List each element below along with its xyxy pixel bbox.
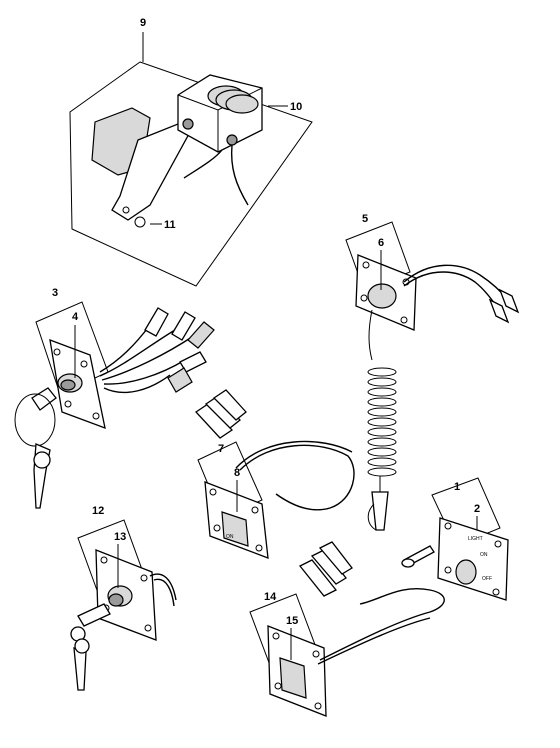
svg-text:5: 5 [362, 213, 368, 225]
svg-text:9: 9 [140, 17, 146, 29]
svg-text:4: 4 [72, 311, 79, 323]
svg-text:2: 2 [474, 503, 480, 515]
callout-2: 2 [474, 503, 480, 530]
callout-10: 10 [268, 101, 302, 113]
callout-15: 15 [286, 615, 298, 660]
svg-text:13: 13 [114, 531, 126, 543]
emergency-stop-assembly [345, 221, 520, 531]
svg-text:12: 12 [92, 505, 104, 517]
svg-text:3: 3 [52, 287, 58, 299]
light-plate [437, 517, 509, 601]
svg-text:15: 15 [286, 615, 298, 627]
toggle-switch-assembly: ON [195, 389, 355, 559]
callout-7: 7 [218, 443, 224, 455]
svg-text:1: 1 [454, 481, 460, 493]
svg-text:14: 14 [264, 591, 277, 603]
callout-4: 4 [72, 311, 79, 378]
callout-9: 9 [140, 17, 146, 62]
light-off-label: OFF [482, 576, 492, 582]
svg-text:11: 11 [164, 219, 176, 231]
callout-8: 8 [234, 467, 240, 512]
callout-5: 5 [362, 213, 368, 225]
toggle-switch-on-label: ON [226, 534, 234, 540]
callout-3: 3 [52, 287, 58, 299]
light-label: LIGHT [468, 536, 483, 542]
svg-text:6: 6 [378, 237, 384, 249]
callout-1: 1 [454, 481, 460, 493]
light-switch-assembly: LIGHT ON OFF [401, 477, 509, 601]
svg-text:10: 10 [290, 101, 302, 113]
lanyard-coil [367, 309, 397, 531]
svg-text:7: 7 [218, 443, 224, 455]
remote-control-inset [69, 61, 313, 287]
inset-frame [69, 61, 313, 287]
callout-6: 6 [378, 237, 384, 290]
callout-14: 14 [264, 591, 277, 603]
rocker-switch-assembly [249, 541, 445, 717]
callout-11: 11 [164, 219, 176, 231]
light-on-label: ON [480, 552, 488, 558]
callout-13: 13 [114, 531, 126, 588]
key-switch-assembly [14, 301, 215, 509]
svg-text:8: 8 [234, 467, 240, 479]
callout-12: 12 [92, 505, 104, 517]
key-switch-assembly-2 [70, 519, 177, 691]
